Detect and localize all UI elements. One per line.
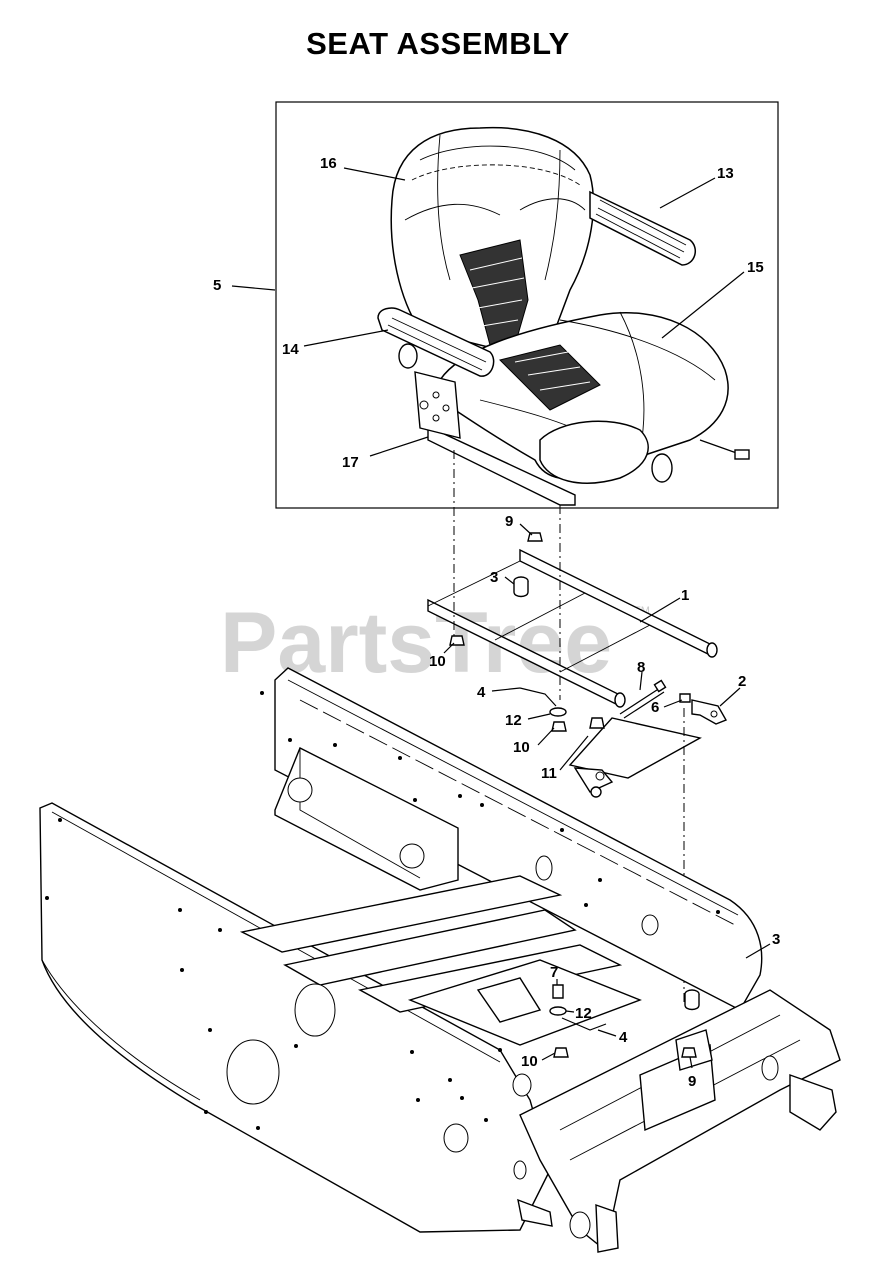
callout-11: 11 [541, 765, 557, 782]
callout-7: 7 [550, 964, 558, 981]
nut-lower [553, 1047, 569, 1058]
pivot-plate-11 [568, 717, 702, 798]
nut-left [449, 635, 465, 646]
lower-hardware [549, 984, 700, 1058]
bumper-lower [684, 989, 700, 1011]
chassis-frame [39, 667, 841, 1253]
spring-link-lower [561, 1017, 607, 1031]
bracket-2 [679, 693, 728, 725]
callout-3-upper: 3 [490, 569, 498, 586]
callout-12-upper: 12 [505, 712, 522, 729]
callout-10-middle: 10 [513, 739, 530, 756]
seat-support-rails [427, 548, 718, 708]
callout-13: 13 [717, 165, 734, 182]
nut-middle [551, 721, 567, 732]
callout-8: 8 [637, 659, 645, 676]
seat-cushion [439, 312, 729, 480]
callout-2: 2 [738, 673, 746, 690]
seat-mount-bracket [414, 371, 461, 439]
callout-14: 14 [282, 341, 299, 358]
right-armrest [589, 190, 697, 266]
bolt-7 [552, 984, 564, 999]
seat-backrest [390, 126, 595, 351]
callout-17: 17 [342, 454, 359, 471]
callout-10-left: 10 [429, 653, 446, 670]
left-armrest [377, 307, 495, 377]
callout-1: 1 [681, 587, 689, 604]
callout-5: 5 [213, 277, 221, 294]
frame-left-side-panel [39, 802, 551, 1233]
bolt-8 [619, 679, 667, 719]
bumper-upper [513, 576, 529, 598]
spring-link-upper [519, 687, 557, 707]
callout-16: 16 [320, 155, 337, 172]
leader-lines [231, 167, 771, 1069]
callout-6: 6 [651, 699, 659, 716]
page-title: SEAT ASSEMBLY [306, 26, 570, 61]
callout-4-upper: 4 [477, 684, 486, 701]
callout-9-upper: 9 [505, 513, 513, 530]
nut-upper [527, 532, 543, 542]
callout-9-lower: 9 [688, 1073, 696, 1090]
callout-10-lower: 10 [521, 1053, 538, 1070]
callout-4-lower: 4 [619, 1029, 628, 1046]
washer-upper [549, 707, 567, 717]
seat-illustration [377, 126, 750, 506]
frame-rear-panel [274, 667, 763, 1011]
callout-labels: 16 13 15 5 14 17 9 3 1 10 8 2 4 6 12 10 … [213, 155, 780, 1090]
callout-3-lower: 3 [772, 931, 780, 948]
screw-6 [679, 693, 691, 703]
nut-lower-right [681, 1047, 697, 1058]
frame-lower-subframe [519, 989, 841, 1252]
seat-inset-frame [275, 101, 779, 509]
callout-12-lower: 12 [575, 1005, 592, 1022]
washer-lower [549, 1006, 567, 1016]
callout-15: 15 [747, 259, 764, 276]
seat-cushion-center-panel [499, 344, 601, 411]
